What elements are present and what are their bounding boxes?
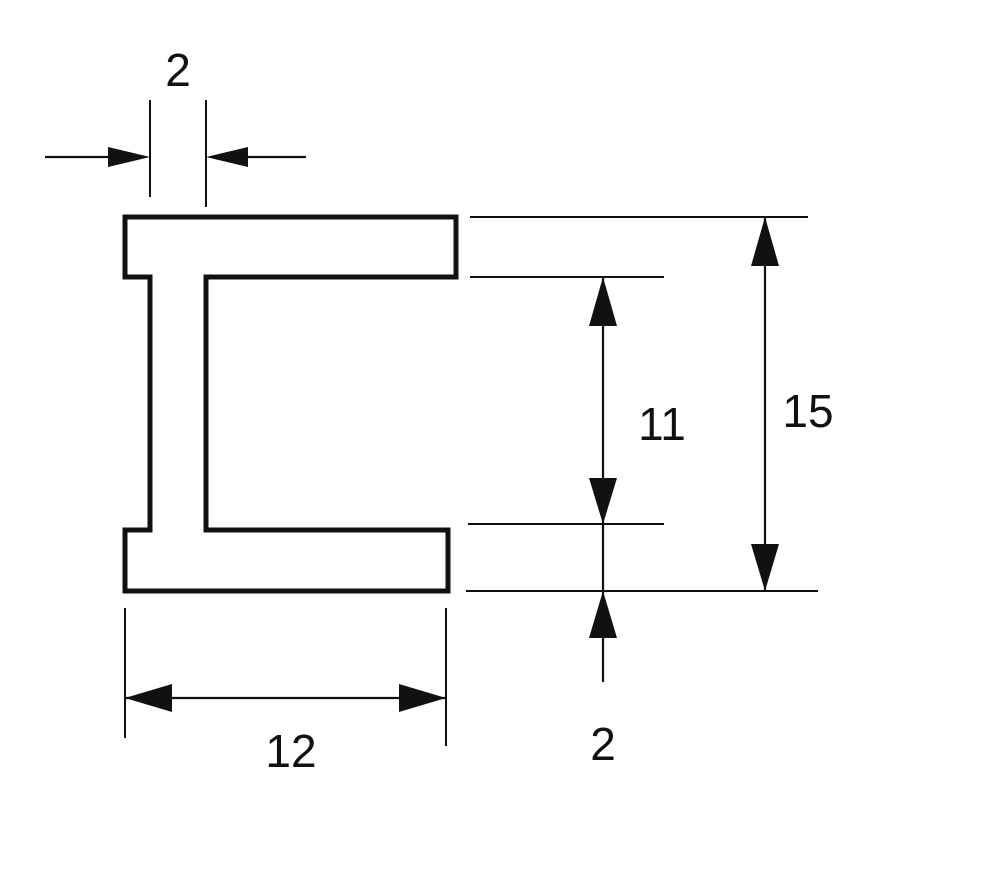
web-arrow-right-pointing [108,147,150,167]
flange-thickness-arrow-up [589,591,617,638]
total-height-arrow-up [751,217,779,266]
flange-width-dimension: 12 [124,608,447,777]
total-height-arrow-down [751,544,779,591]
web-thickness-dimension: 2 [45,44,306,207]
width-arrow-left [125,684,172,712]
flange-thickness-label: 2 [590,718,616,770]
total-height-dimension: 15 [751,217,834,591]
inner-height-dimension: 11 [589,277,686,524]
inner-height-arrow-up [589,277,617,326]
inner-height-arrow-down [589,478,617,524]
total-height-label: 15 [782,385,833,437]
web-thickness-label: 2 [165,44,191,96]
inner-height-label: 11 [638,398,686,450]
width-arrow-right [399,684,446,712]
web-arrow-left-pointing [206,147,248,167]
beam-profile [122,214,459,594]
flange-thickness-dimension: 2 [589,524,617,770]
flange-width-label: 12 [265,725,316,777]
